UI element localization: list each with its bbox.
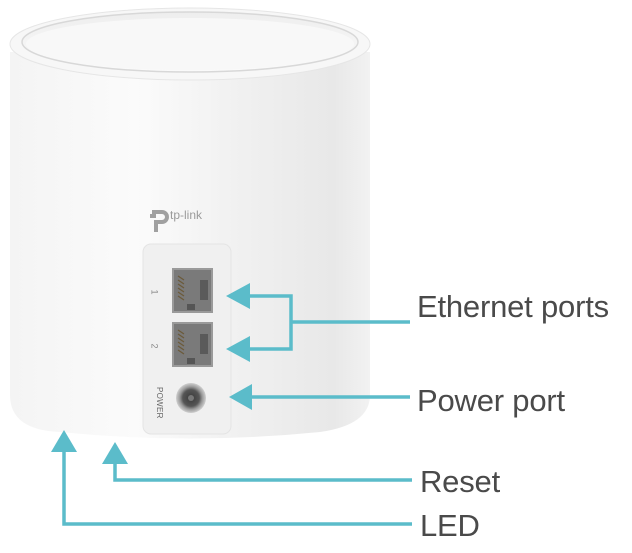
power-arrowhead-icon [229, 384, 252, 410]
brand-text: tp-link [170, 208, 203, 222]
ethernet-port-1 [172, 268, 213, 313]
led-arrowhead-icon [51, 430, 77, 452]
ethernet-port-2 [172, 322, 213, 367]
label-ethernet-ports: Ethernet ports [417, 289, 609, 324]
tp-link-logo-icon [150, 210, 169, 232]
callout-arrows [62, 294, 412, 526]
label-led: LED [420, 508, 480, 543]
arrow-heads [51, 283, 252, 464]
label-power-port: Power port [417, 383, 565, 418]
power-text: POWER [155, 387, 164, 419]
ethernet-2-arrowhead-icon [226, 336, 250, 362]
port-panel [142, 243, 232, 435]
reset-arrowhead-icon [102, 442, 128, 464]
label-reset: Reset [420, 464, 500, 499]
port-2-number: 2 [149, 343, 160, 349]
power-jack [176, 383, 206, 413]
ethernet-1-arrowhead-icon [226, 283, 250, 309]
port-1-number: 1 [149, 289, 160, 295]
